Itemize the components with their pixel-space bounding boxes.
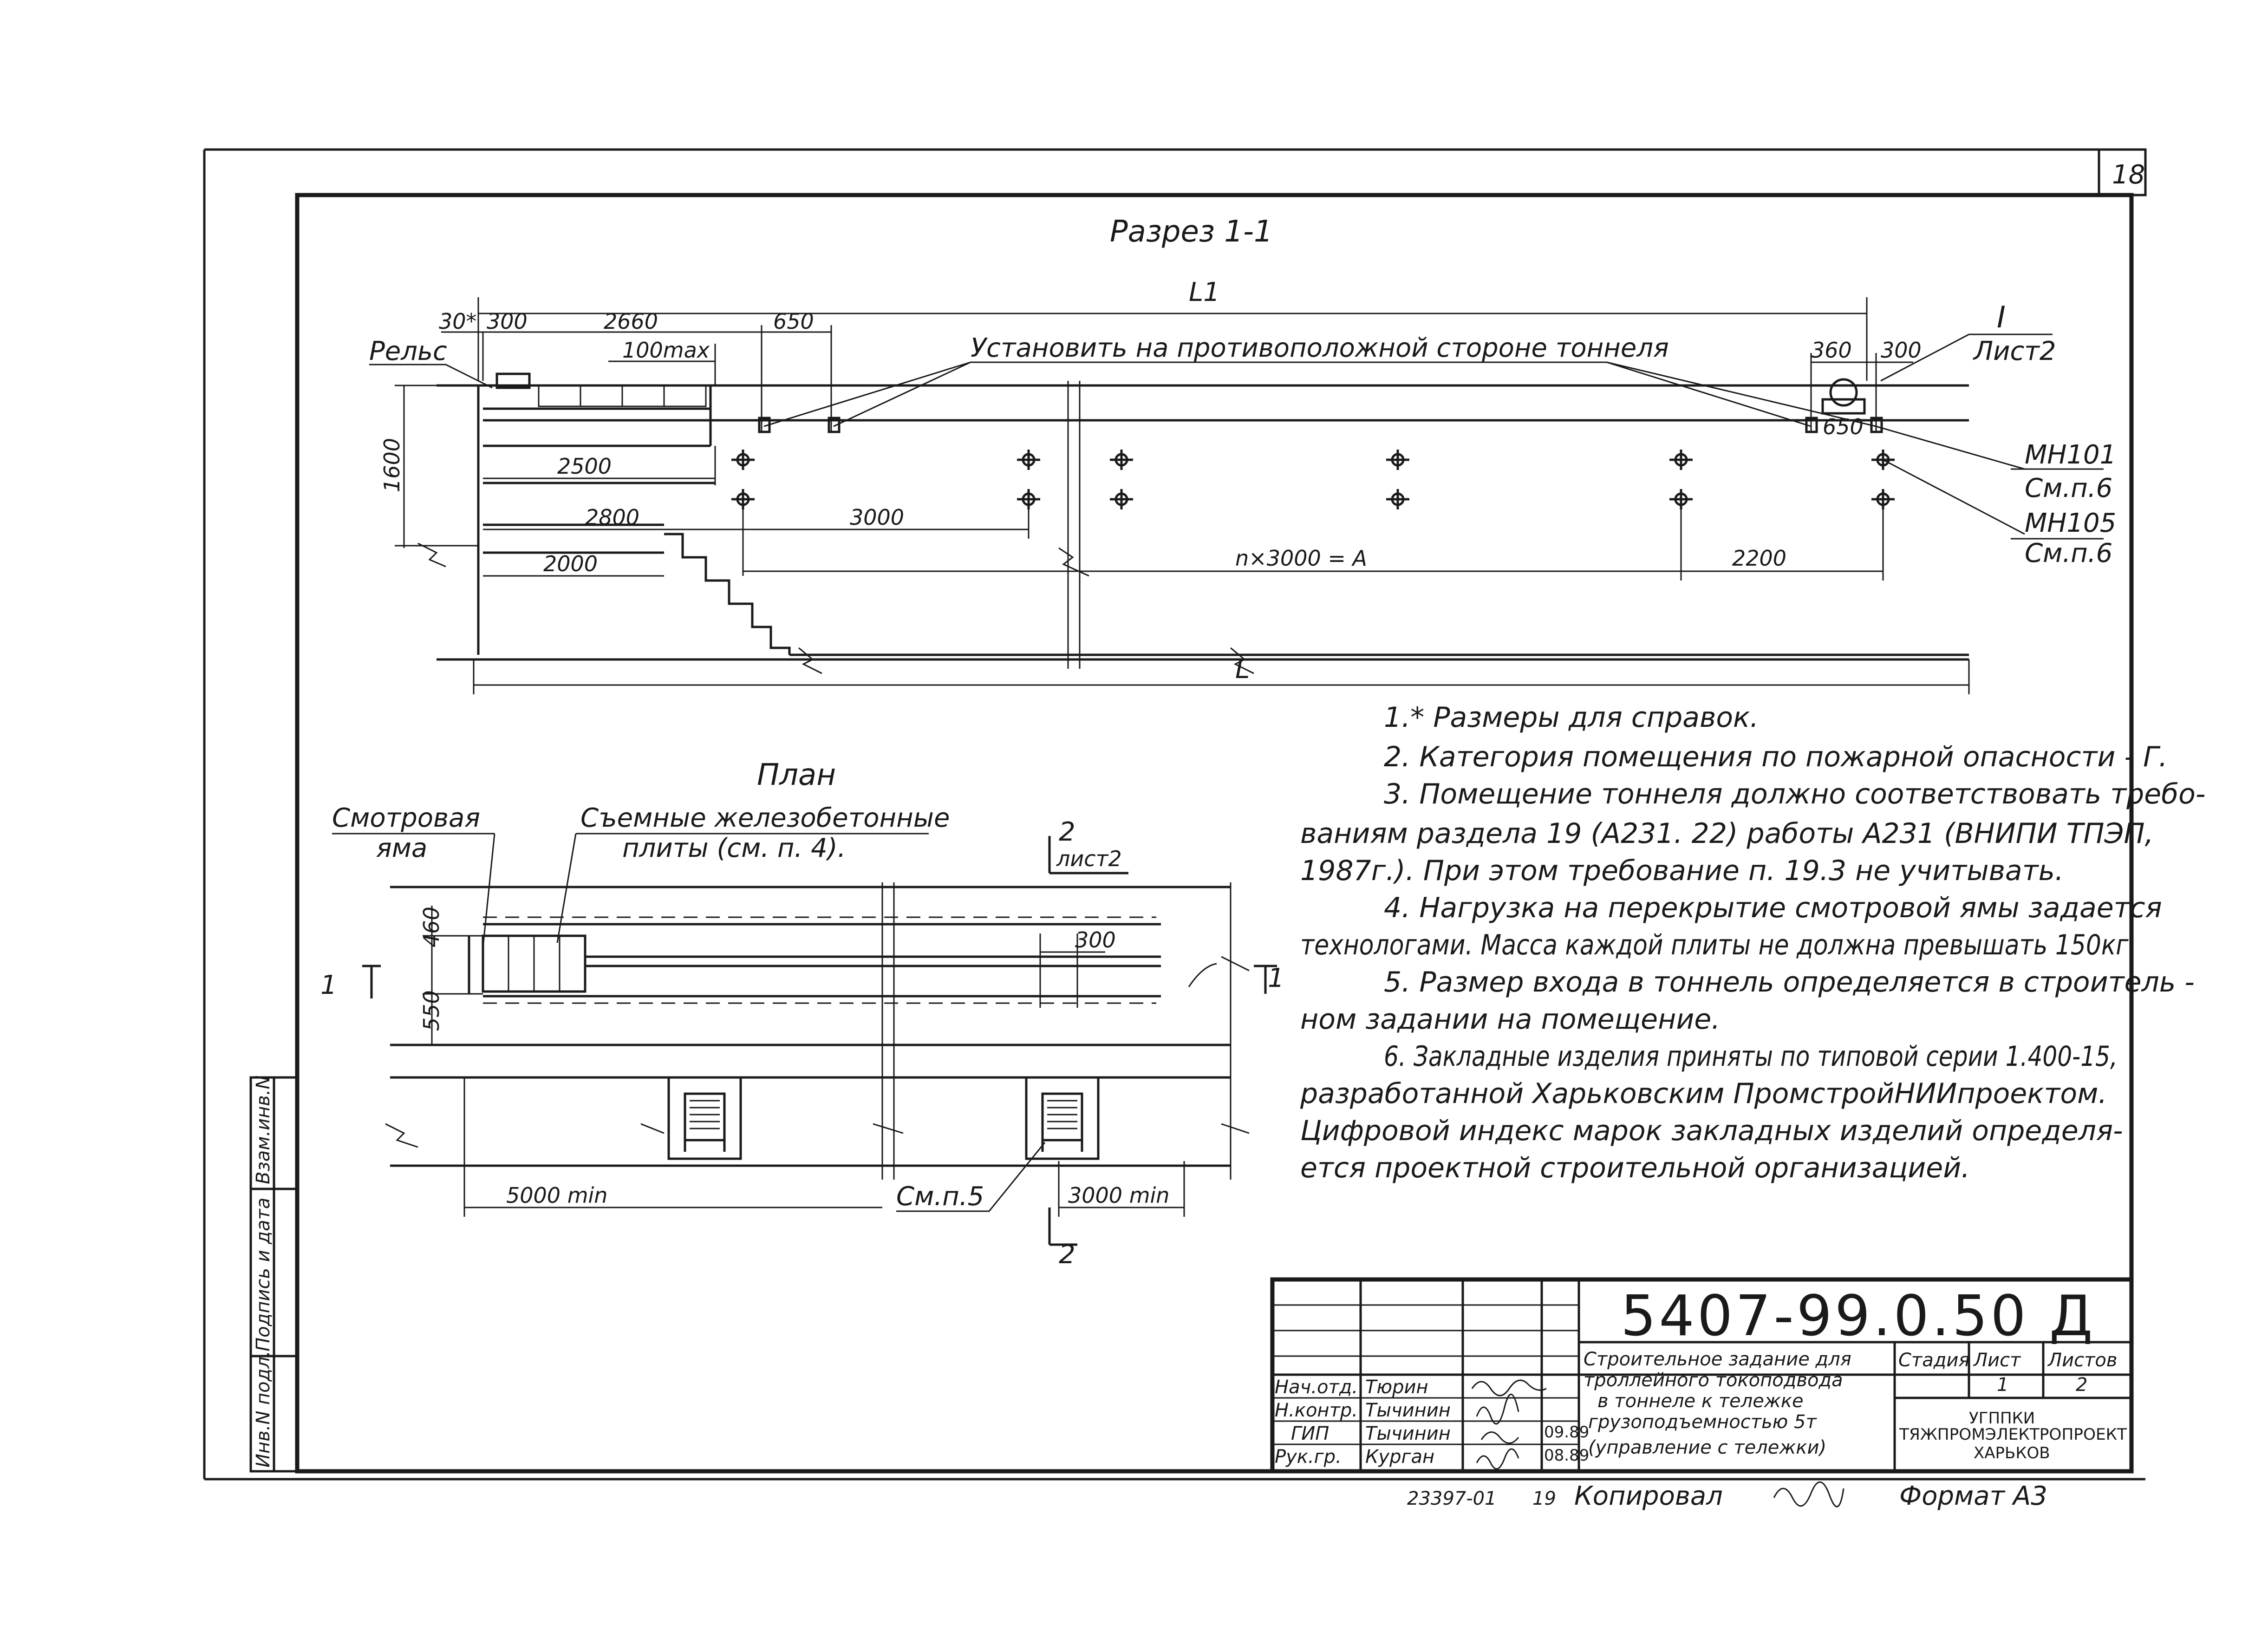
sheet-number: 18: [2112, 160, 2145, 190]
dim-L1: L1: [1189, 277, 1220, 307]
note-line-5: 1987г.). При этом требование п. 19.3 не …: [1300, 855, 2064, 887]
plan-dim-3000: 3000 min: [1068, 1183, 1169, 1208]
mark-mn101-ref: См.п.6: [2025, 473, 2112, 503]
note-line-3: 3. Помещение тоннеля должно соответствов…: [1384, 778, 2206, 810]
notes-block: 1.* Размеры для справок. 2. Категория по…: [1300, 701, 2206, 1184]
role-4: Рук.гр.: [1275, 1446, 1342, 1468]
note-line-11: разработанной Харьковским ПромстройНИИпр…: [1300, 1077, 2107, 1110]
callout-sheet: Лист2: [1973, 336, 2056, 366]
sheet-value: 1: [1997, 1374, 2008, 1396]
cut1-right-number: 1: [1268, 963, 1284, 993]
title-block: 5407-99.0.50 Д Строительное задание для …: [1270, 1277, 2134, 1474]
dim-2500: 2500: [557, 454, 612, 479]
org-line-1: УГППКИ: [1969, 1409, 2035, 1428]
dim-30: 30*: [439, 309, 477, 334]
footer: 23397-01 19 Копировал Формат А3: [1407, 1481, 2047, 1511]
cut2-bottom-number: 2: [1059, 1240, 1075, 1270]
dim-100max: 100max: [622, 338, 710, 363]
rail-label: Рельс: [369, 336, 447, 366]
cut2-top-number: 2: [1059, 817, 1075, 847]
signatures: [1471, 1379, 1547, 1470]
note-line-7: технологами. Масса каждой плиты не должн…: [1300, 929, 2136, 961]
format-label: Формат А3: [1899, 1481, 2047, 1511]
date-3: 09.89: [1544, 1423, 1589, 1442]
side-stamp: Инв.N подл. Подпись и дата Взам.инв.N: [249, 1076, 299, 1473]
sheets-value: 2: [2076, 1374, 2087, 1396]
plan-dim-300: 300: [1075, 927, 1116, 953]
page-number: 19: [1532, 1488, 1556, 1509]
dim-1600: 1600: [379, 438, 404, 492]
dim-2800: 2800: [585, 505, 639, 530]
desc-line-5: (управление с тележки): [1588, 1437, 1826, 1458]
desc-line-3: в тоннеле к тележке: [1597, 1390, 1804, 1412]
dim-300a: 300: [487, 309, 528, 334]
note-line-6: 4. Нагрузка на перекрытие смотровой ямы …: [1384, 892, 2162, 924]
copier-signature: [1773, 1481, 1844, 1507]
side-stamp-replace: Взам.инв.N: [253, 1076, 274, 1184]
note-line-8: 5. Размер входа в тоннель определяется в…: [1384, 966, 2195, 998]
cut2-sheet: лист2: [1056, 846, 1122, 871]
mark-mn105-ref: См.п.6: [2025, 538, 2112, 568]
dim-2000: 2000: [543, 551, 598, 576]
name-4: Курган: [1365, 1446, 1434, 1468]
note-line-4: ваниям раздела 19 (А231. 22) работы А231…: [1300, 817, 2154, 850]
side-stamp-inv: Инв.N подл.: [253, 1351, 274, 1468]
dim-300b: 300: [1881, 338, 1922, 363]
col-sheets: Листов: [2047, 1350, 2117, 1371]
pit-label-1: Смотровая: [332, 803, 480, 833]
plan-dim-550: 550: [419, 990, 444, 1031]
role-2: Н.контр.: [1275, 1400, 1358, 1421]
dim-2660: 2660: [604, 309, 658, 334]
dim-3000: 3000: [850, 505, 904, 530]
copied-by: Копировал: [1574, 1481, 1723, 1511]
org-line-3: ХАРЬКОВ: [1974, 1444, 2050, 1462]
org-line-2: ТЯЖПРОМЭЛЕКТРОПРОЕКТ: [1899, 1425, 2127, 1444]
note-line-10: 6. Закладные изделия приняты по типовой …: [1384, 1040, 2118, 1073]
note-line-13: ется проектной строительной организацией…: [1300, 1152, 1970, 1184]
see-p5-label: См.п.5: [896, 1181, 984, 1212]
note-line-12: Цифровой индекс марок закладных изделий …: [1300, 1115, 2123, 1147]
drawing-code: 5407-99.0.50 Д: [1621, 1284, 2096, 1349]
desc-line-1: Строительное задание для: [1584, 1349, 1851, 1370]
date-4: 08.89: [1544, 1446, 1589, 1465]
desc-line-2: троллейного токоподвода: [1584, 1370, 1843, 1391]
name-3: Тычинин: [1365, 1423, 1451, 1444]
pit-box-left: [667, 1076, 742, 1160]
plan-dim-5000: 5000 min: [506, 1183, 607, 1208]
desc-line-4: грузоподъемностью 5т: [1588, 1411, 1817, 1433]
dim-nx3000: n×3000 = A: [1235, 546, 1367, 571]
slabs-label-1: Съемные железобетонные: [580, 803, 950, 833]
col-sheet: Лист: [1973, 1350, 2021, 1371]
side-stamp-sign: Подпись и дата: [253, 1198, 274, 1351]
dim-650a: 650: [773, 309, 814, 334]
role-1: Нач.отд.: [1275, 1377, 1358, 1398]
section-title: Разрез 1-1: [1110, 215, 1273, 249]
plan-dim-460: 460: [419, 907, 444, 947]
name-2: Тычинин: [1365, 1400, 1451, 1421]
col-stage: Стадия: [1898, 1350, 1969, 1371]
dim-360: 360: [1811, 338, 1852, 363]
note-line-2: 2. Категория помещения по пожарной опасн…: [1384, 741, 2168, 773]
mark-mn101: МН101: [2025, 440, 2116, 470]
pit-label-2: яма: [376, 833, 427, 863]
inventory-number: 23397-01: [1407, 1488, 1497, 1509]
note-line-1: 1.* Размеры для справок.: [1384, 701, 1759, 734]
opposite-side-label: Установить на противоположной стороне то…: [971, 333, 1669, 363]
mark-mn105: МН105: [2025, 508, 2116, 538]
note-line-9: ном задании на помещение.: [1300, 1003, 1720, 1036]
name-1: Тюрин: [1365, 1377, 1428, 1398]
section-1-1: Разрез 1-1 L1 30* 300 2660 650 100max Ре…: [369, 215, 2116, 694]
role-3: ГИП: [1291, 1423, 1329, 1444]
dim-650b: 650: [1823, 414, 1864, 439]
dim-L: L: [1235, 654, 1250, 685]
cut1-left-number: 1: [320, 970, 337, 1000]
embedded-anchor-marks: [731, 450, 1895, 509]
callout-number: I: [1997, 300, 2006, 335]
plan-view: План Смотровая яма Съемные железобетонны…: [320, 758, 1284, 1270]
pit-box-right: [1025, 1076, 1100, 1160]
dim-2200: 2200: [1732, 546, 1786, 571]
slabs-label-2: плиты (см. п. 4).: [622, 833, 846, 863]
plan-title: План: [757, 758, 836, 792]
